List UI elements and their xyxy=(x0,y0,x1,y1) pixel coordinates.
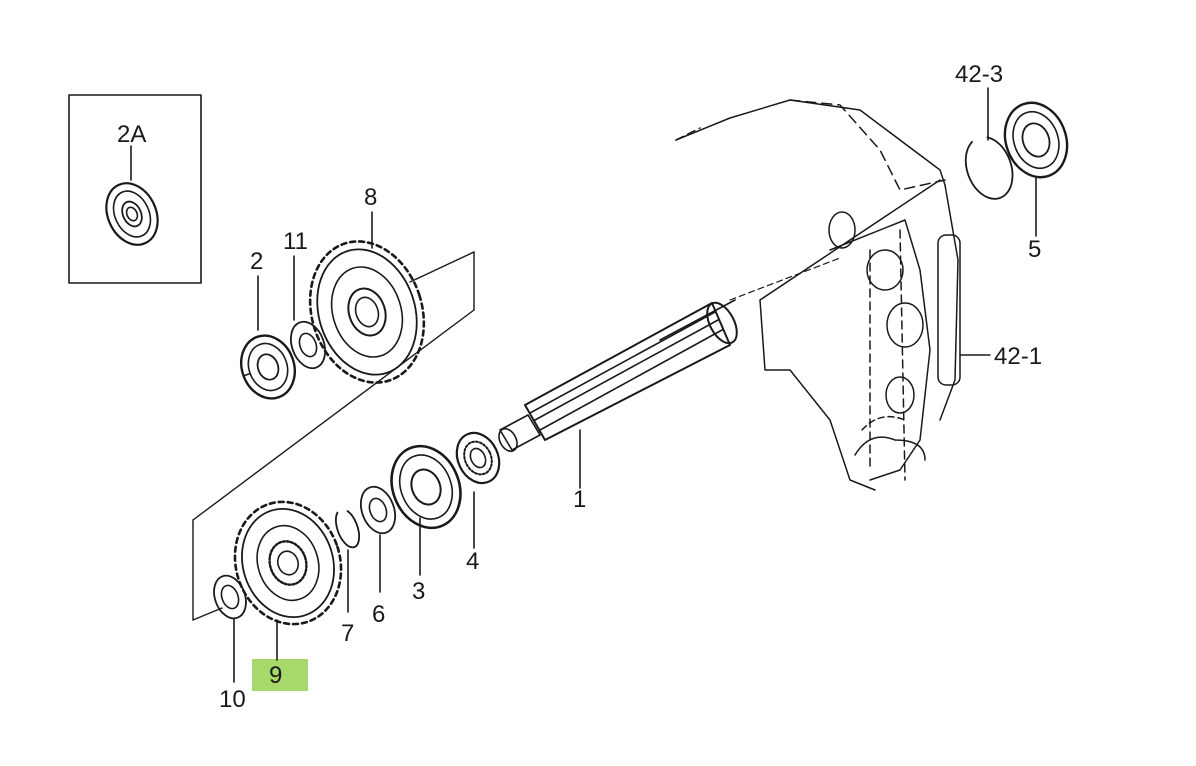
main-shaft-1 xyxy=(498,257,841,453)
label-part-11: 11 xyxy=(283,228,308,255)
gear-9 xyxy=(233,500,343,626)
upper-assembly-bracket xyxy=(192,251,475,621)
label-part-2: 2 xyxy=(250,248,264,275)
bearing-3 xyxy=(390,444,462,530)
label-part-42-1: 42-1 xyxy=(994,343,1043,370)
label-part-1: 1 xyxy=(573,486,587,513)
part-9-highlight xyxy=(252,659,308,691)
label-part-9: 9 xyxy=(269,662,283,689)
label-part-10: 10 xyxy=(219,686,246,713)
label-part-6: 6 xyxy=(372,601,386,628)
label-part-8: 8 xyxy=(364,184,378,211)
oil-seal-5 xyxy=(1003,101,1069,179)
washer-11 xyxy=(289,320,327,370)
label-part-3: 3 xyxy=(412,578,426,605)
washer-6 xyxy=(359,485,397,535)
label-part-5: 5 xyxy=(1028,236,1042,263)
bearing-2 xyxy=(240,334,296,400)
inset-box-2a xyxy=(68,94,202,284)
label-part-7: 7 xyxy=(341,620,355,647)
snap-ring-7 xyxy=(334,510,361,549)
washer-10 xyxy=(213,574,247,620)
snap-ring-42-3 xyxy=(964,136,1014,200)
needle-bearing-4 xyxy=(455,431,501,485)
label-part-4: 4 xyxy=(466,548,480,575)
label-part-42-3: 42-3 xyxy=(955,61,1004,88)
label-part-2a: 2A xyxy=(117,121,147,148)
housing-42-1 xyxy=(675,99,991,491)
gear-8 xyxy=(308,240,426,384)
